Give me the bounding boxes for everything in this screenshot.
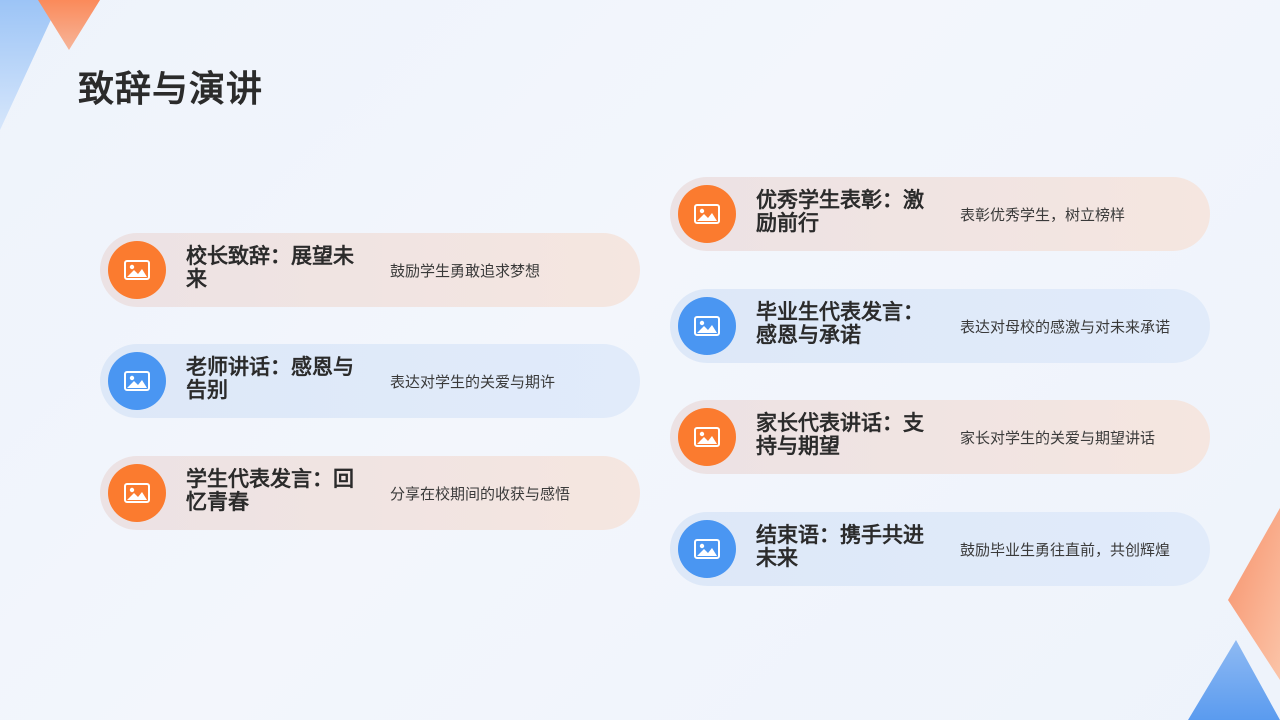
item-title: 校长致辞：展望未来 — [186, 244, 354, 291]
item-description: 表彰优秀学生，树立榜样 — [960, 205, 1126, 224]
item-description: 表达对母校的感激与对未来承诺 — [960, 317, 1171, 336]
item-description: 表达对学生的关爱与期许 — [390, 372, 556, 391]
item-title: 家长代表讲话：支持与期望 — [756, 411, 924, 458]
top-left-decoration — [0, 0, 100, 130]
item-description: 家长对学生的关爱与期望讲话 — [960, 428, 1156, 447]
item-principal-speech: 校长致辞：展望未来 鼓励学生勇敢追求梦想 — [100, 233, 640, 307]
item-outstanding-awards: 优秀学生表彰：激励前行 表彰优秀学生，树立榜样 — [670, 177, 1210, 251]
image-icon — [678, 408, 736, 466]
item-teacher-speech: 老师讲话：感恩与告别 表达对学生的关爱与期许 — [100, 344, 640, 418]
item-description: 分享在校期间的收获与感悟 — [390, 484, 571, 503]
image-icon — [108, 241, 166, 299]
item-title: 毕业生代表发言：感恩与承诺 — [756, 300, 924, 347]
page-title: 致辞与演讲 — [78, 69, 264, 110]
item-title: 老师讲话：感恩与告别 — [186, 355, 354, 402]
image-icon — [678, 185, 736, 243]
item-parent-rep-speech: 家长代表讲话：支持与期望 家长对学生的关爱与期望讲话 — [670, 400, 1210, 474]
bottom-right-decoration — [1188, 508, 1280, 720]
item-title: 优秀学生表彰：激励前行 — [756, 188, 924, 235]
item-student-rep-speech: 学生代表发言：回忆青春 分享在校期间的收获与感悟 — [100, 456, 640, 530]
image-icon — [678, 297, 736, 355]
item-closing-remarks: 结束语：携手共进未来 鼓励毕业生勇往直前，共创辉煌 — [670, 512, 1210, 586]
item-description: 鼓励毕业生勇往直前，共创辉煌 — [960, 540, 1171, 559]
image-icon — [108, 464, 166, 522]
item-title: 学生代表发言：回忆青春 — [186, 467, 354, 514]
item-graduate-rep-speech: 毕业生代表发言：感恩与承诺 表达对母校的感激与对未来承诺 — [670, 289, 1210, 363]
item-description: 鼓励学生勇敢追求梦想 — [390, 261, 541, 280]
item-title: 结束语：携手共进未来 — [756, 523, 924, 570]
image-icon — [108, 352, 166, 410]
image-icon — [678, 520, 736, 578]
